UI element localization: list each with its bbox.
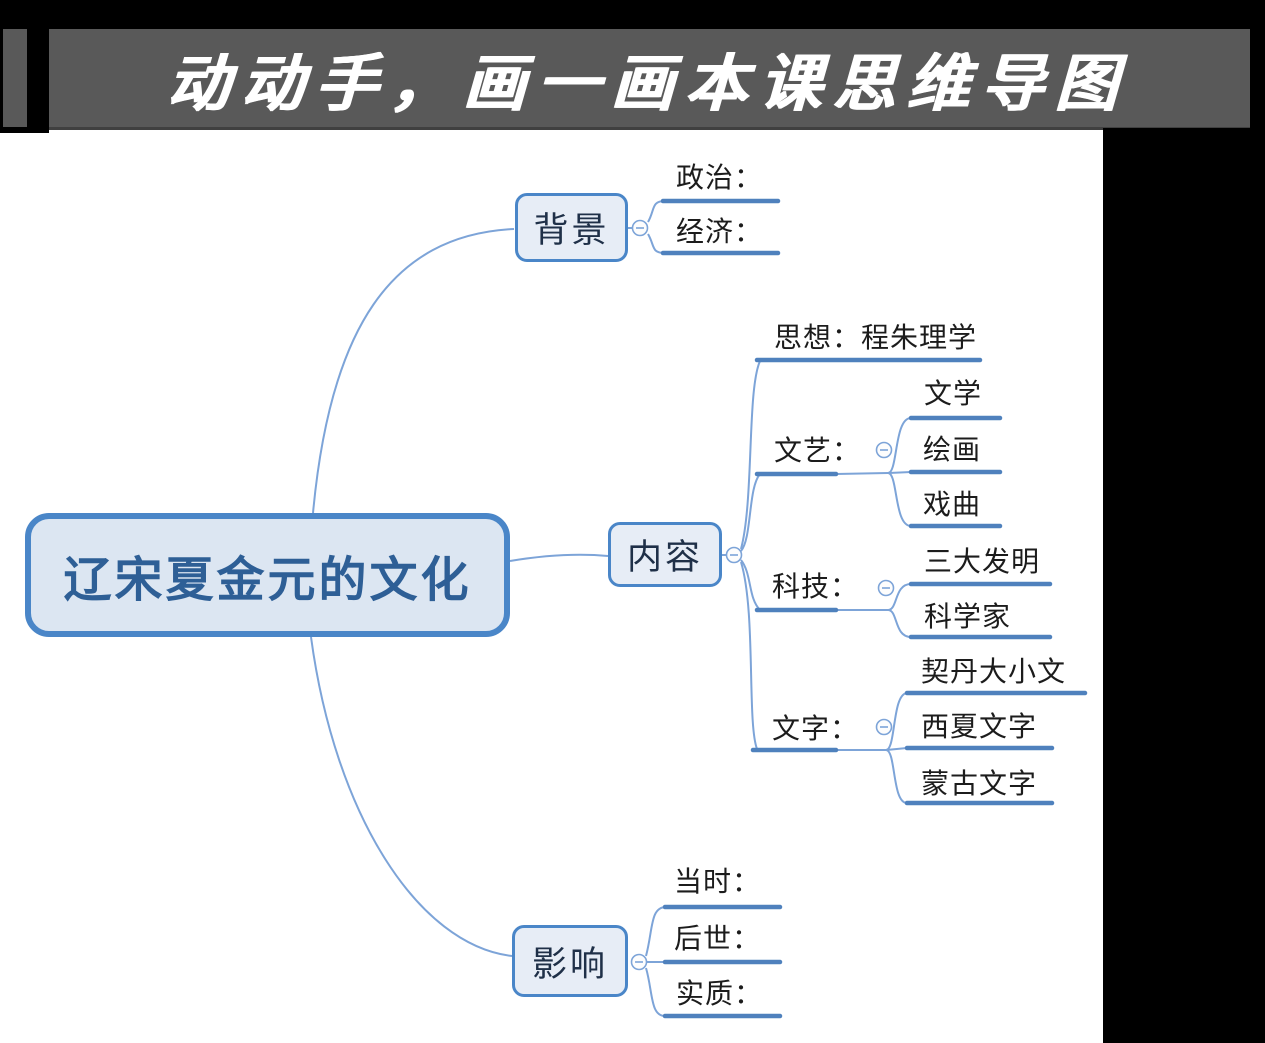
branch-root-to-influence [310, 636, 513, 957]
branch-to-politics [647, 200, 666, 223]
topic-content[interactable]: 内容 [608, 522, 722, 587]
branch-root-to-background [312, 228, 515, 514]
subtopic-scientists[interactable]: 科学家 [924, 600, 1012, 633]
subtopic-politics[interactable]: 政治： [676, 161, 764, 194]
branch-to-tech [740, 559, 761, 611]
banner: 动动手，画一画本课思维导图 [49, 29, 1250, 130]
branch-to-tangut [885, 747, 908, 751]
subtopic-opera[interactable]: 戏曲 [923, 488, 982, 521]
collapse-toggle-influence[interactable] [630, 953, 648, 971]
subtopic-scripts[interactable]: 文字： [772, 712, 860, 745]
topic-influence[interactable]: 影响 [512, 925, 628, 997]
top-black-strip [0, 0, 1265, 29]
branch-to-literature [887, 417, 912, 474]
branch-to-at-the-time [645, 906, 667, 957]
subtopic-later-generations[interactable]: 后世： [674, 922, 762, 955]
topic-root[interactable]: 辽宋夏金元的文化 [25, 513, 510, 637]
branch-to-khitan [885, 692, 908, 751]
branch-to-inventions [887, 583, 912, 611]
branch-to-scientists [887, 609, 912, 638]
subtopic-khitan-script[interactable]: 契丹大小文 [921, 655, 1067, 688]
collapse-toggle-tech[interactable] [877, 579, 895, 597]
branch-to-painting [887, 471, 912, 474]
subtopic-at-the-time[interactable]: 当时： [674, 865, 762, 898]
collapse-toggle-background[interactable] [631, 219, 649, 237]
topic-root-label: 辽宋夏金元的文化 [63, 552, 472, 608]
subtopic-technology[interactable]: 科技： [772, 570, 860, 603]
branch-to-opera [887, 472, 912, 527]
branch-to-essence [645, 967, 667, 1018]
topic-background[interactable]: 背景 [515, 193, 628, 262]
branch-to-art [740, 473, 761, 552]
branch-to-scripts [740, 561, 758, 750]
subtopic-painting[interactable]: 绘画 [923, 433, 982, 466]
right-black-column [1103, 128, 1265, 1043]
collapse-toggle-art[interactable] [875, 441, 893, 459]
branch-art-ext [835, 472, 889, 475]
collapse-toggle-scripts[interactable] [875, 718, 893, 736]
topic-underlines [660, 198, 1088, 1019]
subtopic-art[interactable]: 文艺： [774, 434, 862, 467]
subtopic-essence[interactable]: 实质： [676, 977, 764, 1010]
branch-to-mongolian [885, 749, 908, 804]
subtopic-thought[interactable]: 思想：程朱理学 [774, 321, 978, 354]
subtopic-mongolian-script[interactable]: 蒙古文字 [921, 767, 1038, 800]
subtopic-three-inventions[interactable]: 三大发明 [924, 545, 1041, 578]
branch-to-economy [647, 233, 666, 254]
right-black-corner [1250, 0, 1265, 130]
collapse-toggle-content[interactable] [725, 546, 743, 564]
branch-root-to-content [509, 553, 609, 562]
topic-background-label: 背景 [533, 211, 610, 251]
topic-content-label: 内容 [626, 538, 703, 578]
branch-to-thought [740, 360, 761, 550]
topic-influence-label: 影响 [531, 944, 608, 985]
subtopic-tangut-script[interactable]: 西夏文字 [921, 710, 1038, 743]
subtopic-literature[interactable]: 文学 [924, 377, 983, 410]
subtopic-economy[interactable]: 经济： [676, 215, 764, 248]
banner-left-bar [3, 29, 27, 127]
